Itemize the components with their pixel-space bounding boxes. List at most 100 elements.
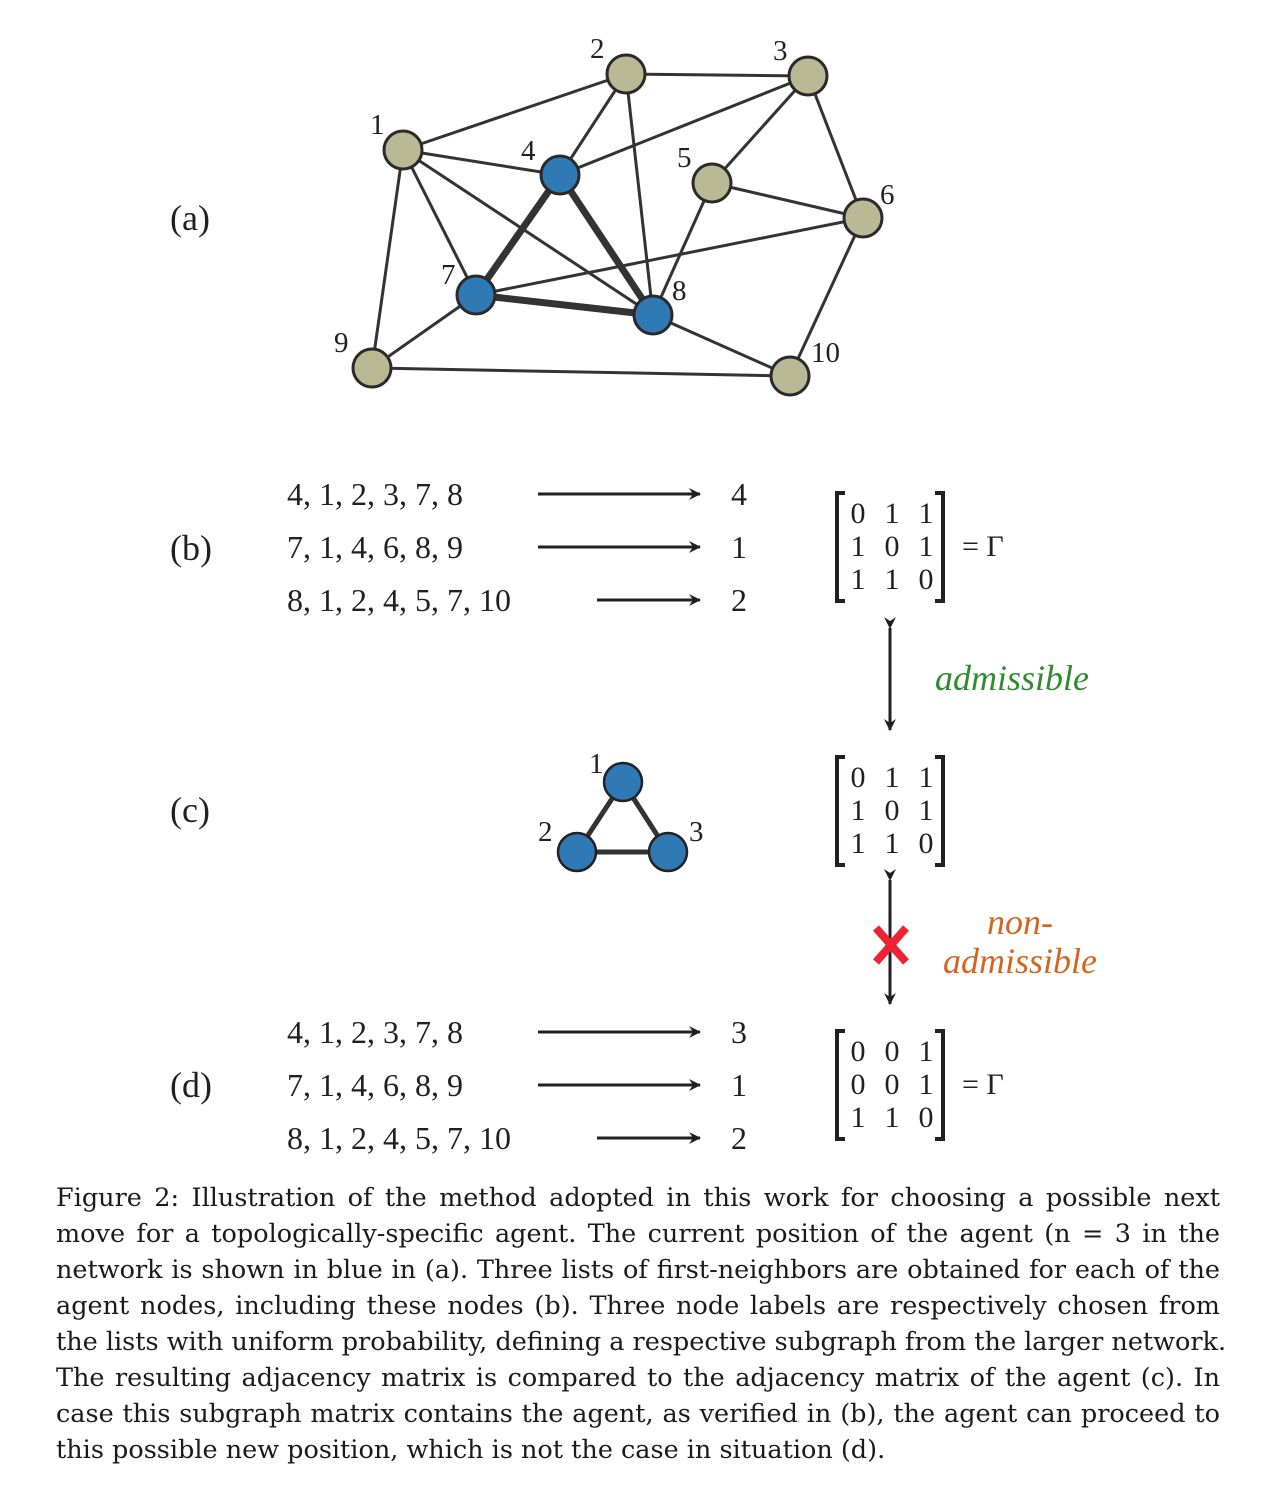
node-9 xyxy=(351,347,393,389)
matrix-cell-1-1: 0 xyxy=(885,530,900,563)
panel-b-equals-gamma: = Γ xyxy=(962,530,1004,563)
admissible-label: admissible xyxy=(935,658,1089,698)
matrix-cell-0-0: 0 xyxy=(851,1035,866,1068)
matrix-cell-1-0: 1 xyxy=(851,530,866,563)
agent-node-1 xyxy=(602,761,644,803)
caption-line-5: the lists with uniform probability, defi… xyxy=(56,1327,1227,1357)
node-8 xyxy=(632,294,674,336)
panel-d-list-1: 4, 1, 2, 3, 7, 8 xyxy=(287,1014,463,1050)
matrix-right-bracket xyxy=(935,491,945,603)
caption-line-1: Figure 2: Illustration of the method ado… xyxy=(56,1183,1220,1213)
matrix-cell-1-1: 0 xyxy=(885,794,900,827)
matrix-cell-2-0: 1 xyxy=(851,1101,866,1134)
matrix-cell-1-0: 0 xyxy=(851,1068,866,1101)
node-label-1: 1 xyxy=(370,109,385,141)
matrix-cell-2-1: 1 xyxy=(885,563,900,596)
agent-node-label-1: 1 xyxy=(589,748,604,780)
edge-1-8 xyxy=(402,148,654,317)
matrix-left-bracket xyxy=(835,491,845,603)
matrix-cell-2-2: 0 xyxy=(919,563,934,596)
matrix-cell-0-1: 1 xyxy=(885,497,900,530)
panel-b-list-2: 7, 1, 4, 6, 8, 9 xyxy=(287,529,463,565)
matrix-cell-0-2: 1 xyxy=(919,761,934,794)
node-7 xyxy=(455,274,497,316)
edge-6-10 xyxy=(788,217,865,377)
caption-line-3: network is shown in blue in (a). Three l… xyxy=(56,1255,1220,1285)
network-edges xyxy=(370,72,865,378)
agent-node-2 xyxy=(556,831,598,873)
edge-5-8 xyxy=(651,182,714,316)
matrix-cell-1-2: 1 xyxy=(919,794,934,827)
matrix-cell-0-0: 0 xyxy=(851,761,866,794)
panel-d-equals-gamma: = Γ xyxy=(962,1068,1004,1101)
matrix-cell-2-1: 1 xyxy=(885,1101,900,1134)
matrix-cell-1-2: 1 xyxy=(919,530,934,563)
edge-4-8 xyxy=(557,173,656,317)
matrix-cell-0-1: 0 xyxy=(885,1035,900,1068)
node-3 xyxy=(787,55,829,97)
panel-b-list-1: 4, 1, 2, 3, 7, 8 xyxy=(287,476,463,512)
non-admissible-label-line-1: non- xyxy=(987,902,1053,942)
matrix-cell-2-2: 0 xyxy=(919,1101,934,1134)
edge-8-10 xyxy=(652,313,791,378)
node-label-6: 6 xyxy=(880,179,895,211)
panel-d-list-3: 8, 1, 2, 4, 5, 7, 10 xyxy=(287,1120,511,1156)
panel-d-lists: 4, 1, 2, 3, 7, 8 3 7, 1, 4, 6, 8, 9 1 8,… xyxy=(287,1014,747,1156)
non-admissible-label-line-2: admissible xyxy=(943,941,1097,981)
agent-node-3 xyxy=(647,831,689,873)
node-label-3: 3 xyxy=(773,35,788,67)
panel-b-chosen-3: 2 xyxy=(731,582,747,618)
node-1 xyxy=(382,129,424,171)
edge-5-6 xyxy=(711,181,864,220)
panel-label-c: (c) xyxy=(170,790,210,830)
edge-1-7 xyxy=(401,149,478,296)
panel-b-list-3: 8, 1, 2, 4, 5, 7, 10 xyxy=(287,582,511,618)
node-2 xyxy=(605,53,647,95)
node-6 xyxy=(842,197,884,239)
node-10 xyxy=(769,355,811,397)
matrix-cell-2-1: 1 xyxy=(885,827,900,860)
cross-icon xyxy=(873,925,909,965)
edge-3-6 xyxy=(806,75,865,219)
panel-c-agent-graph: 1 2 3 xyxy=(538,748,704,873)
node-5 xyxy=(691,162,733,204)
matrix-cell-2-2: 0 xyxy=(919,827,934,860)
edge-9-10 xyxy=(371,366,791,378)
node-label-9: 9 xyxy=(334,327,349,359)
matrix-right-bracket xyxy=(935,755,945,867)
node-label-10: 10 xyxy=(811,337,840,369)
matrix-cell-0-2: 1 xyxy=(919,1035,934,1068)
panel-label-a: (a) xyxy=(170,198,210,238)
edge-1-9 xyxy=(370,149,405,369)
node-label-8: 8 xyxy=(672,275,687,307)
caption-line-6: The resulting adjacency matrix is compar… xyxy=(56,1363,1220,1393)
matrix-cell-1-1: 0 xyxy=(885,1068,900,1101)
matrix-cell-0-0: 0 xyxy=(851,497,866,530)
panel-label-d: (d) xyxy=(170,1065,212,1105)
caption-line-2: move for a topologically-specific agent.… xyxy=(56,1219,1220,1249)
panel-d-chosen-1: 3 xyxy=(731,1014,747,1050)
node-4 xyxy=(539,154,581,196)
node-label-2: 2 xyxy=(590,33,605,65)
panel-d-chosen-3: 2 xyxy=(731,1120,747,1156)
edge-3-5 xyxy=(710,74,810,185)
node-label-7: 7 xyxy=(441,259,456,291)
edge-2-8 xyxy=(624,73,655,316)
matrix-right-bracket xyxy=(935,1029,945,1141)
node-label-4: 4 xyxy=(521,135,536,167)
figure-caption: Figure 2: Illustration of the method ado… xyxy=(56,1180,1227,1468)
agent-node-label-2: 2 xyxy=(538,816,553,848)
panel-b-chosen-1: 4 xyxy=(731,476,747,512)
panel-d-chosen-2: 1 xyxy=(731,1067,747,1103)
agent-node-label-3: 3 xyxy=(689,816,704,848)
caption-line-7: case this subgraph matrix contains the a… xyxy=(56,1399,1220,1429)
edge-6-7 xyxy=(475,216,864,297)
matrix-cell-1-2: 1 xyxy=(919,1068,934,1101)
edge-7-9 xyxy=(371,293,477,370)
